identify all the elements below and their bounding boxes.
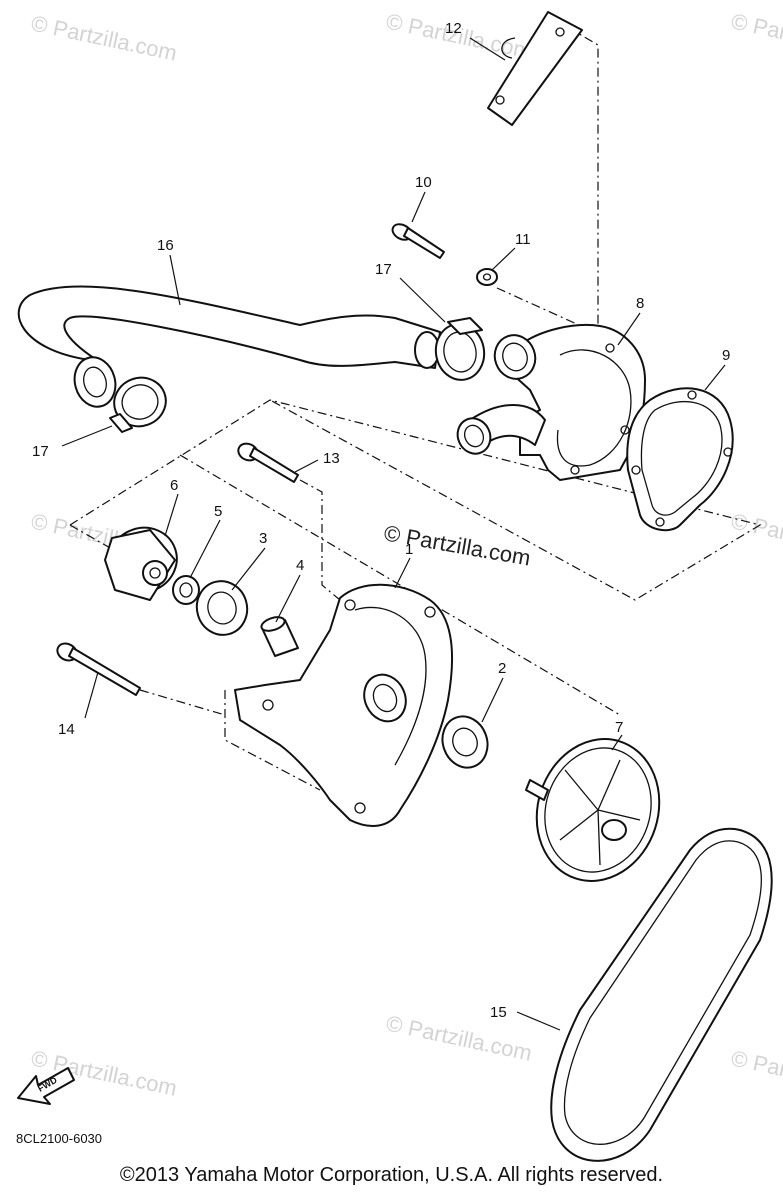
diagram-code: 8CL2100-6030 xyxy=(16,1131,103,1146)
gasket-part-9 xyxy=(626,387,734,532)
bolt-part-10 xyxy=(391,223,445,259)
drive-belt-part-15 xyxy=(550,827,773,1162)
oil-seal-part-3 xyxy=(195,580,249,636)
callout-11: 11 xyxy=(515,231,531,248)
callout-15: 15 xyxy=(490,1004,507,1021)
callout-12: 12 xyxy=(445,20,462,37)
callout-leaders xyxy=(61,37,726,1031)
callout-6: 6 xyxy=(170,477,178,494)
hose-clamp-part-17-lower xyxy=(109,376,167,433)
callout-10: 10 xyxy=(415,174,432,191)
collar-part-4 xyxy=(260,616,299,657)
callout-4: 4 xyxy=(296,557,304,574)
callout-16: 16 xyxy=(157,237,174,254)
callout-7: 7 xyxy=(615,719,623,736)
hose-clamp-part-17-upper xyxy=(434,317,486,381)
watermark-faint: © Partzilla.com xyxy=(729,1045,783,1100)
watermark-main: © Partzilla.com xyxy=(382,520,532,570)
callout-3: 3 xyxy=(259,530,267,547)
callout-14: 14 xyxy=(58,721,75,738)
watermark-faint: © Partzilla.com xyxy=(729,508,783,563)
watermark-faint: © Partzilla.com xyxy=(29,10,179,65)
callout-17-upper: 17 xyxy=(375,261,392,278)
washer-part-11 xyxy=(476,268,498,286)
impeller-part-6 xyxy=(104,526,178,601)
callout-8: 8 xyxy=(636,295,644,312)
watermark-faint: © Partzilla.com xyxy=(729,8,783,63)
watermark-faint: © Partzilla.com xyxy=(384,1010,534,1065)
callout-5: 5 xyxy=(214,503,222,520)
seal-part-5 xyxy=(172,575,200,605)
pulley-part-7 xyxy=(525,738,661,882)
bracket-part-12 xyxy=(487,11,583,126)
bolt-part-14 xyxy=(56,642,141,696)
callout-13: 13 xyxy=(323,450,340,467)
pump-housing-part-8 xyxy=(456,324,646,481)
callout-17-lower: 17 xyxy=(32,443,49,460)
callout-1: 1 xyxy=(405,541,413,558)
pump-body-part-1 xyxy=(234,583,453,827)
copyright-notice: ©2013 Yamaha Motor Corporation, U.S.A. A… xyxy=(119,1164,664,1186)
callout-2: 2 xyxy=(498,660,506,677)
bolt-part-13 xyxy=(237,442,299,483)
callout-9: 9 xyxy=(722,347,730,364)
callout-labels: 12 10 11 16 17 8 9 17 13 6 5 3 4 1 2 14 … xyxy=(32,20,730,1021)
bearing-part-2 xyxy=(441,715,489,769)
coolant-hose-part-16 xyxy=(17,285,441,408)
